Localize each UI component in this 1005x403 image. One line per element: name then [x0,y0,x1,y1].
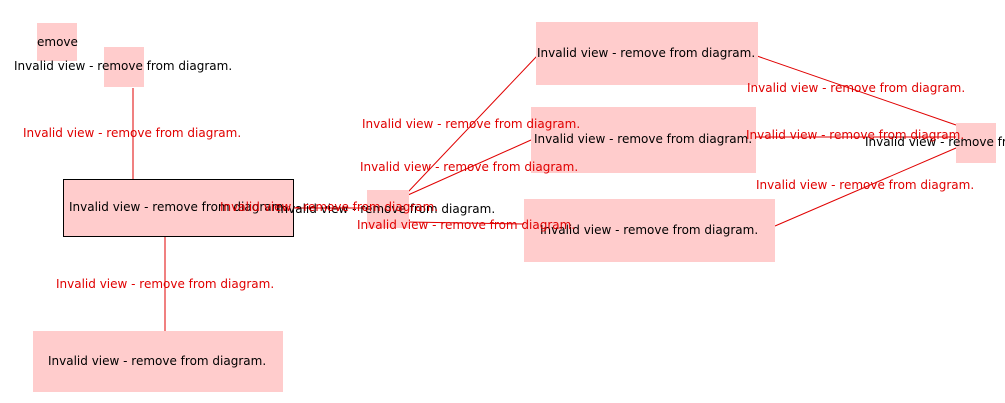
node-far-right[interactable] [956,123,996,163]
node-label-left-main: Invalid view - remove from diagram. [69,200,288,214]
edge-label-hub-to-top-right: Invalid view - remove from diagram. [362,117,581,131]
node-mid-right[interactable] [531,107,756,173]
edge-label-hub-to-mid-right: Invalid view - remove from diagram. [360,160,579,174]
node-label-low-right: Invalid view - remove from diagram. [540,223,759,237]
node-left-main[interactable] [63,179,294,237]
edge-hub-to-mid-right[interactable] [407,139,532,196]
edge-top-right-to-far-right[interactable] [756,55,957,126]
edge-label-hub-to-low-right: Invalid view - remove from diagram. [357,218,576,232]
edge-label-mid-right-to-far-right: Invalid view - remove from diagram. [746,128,965,142]
edge-hub-to-low-right[interactable] [407,221,525,225]
edge-label-left-main-to-hub: Invalid view - remove from diagram. [220,200,439,214]
node-label-upper-left: Invalid view - remove from diagram. [14,59,233,73]
node-label-hub: Invalid view - remove from diagram. [277,202,496,216]
node-small-top-left[interactable] [37,23,77,61]
node-label-top-right: Invalid view - remove from diagram. [537,46,756,60]
node-label-mid-right: Invalid view - remove from diagram. [534,132,753,146]
edge-label-left-main-to-bottom-left: Invalid view - remove from diagram. [56,277,275,291]
node-bottom-left[interactable] [33,331,283,392]
edge-low-right-to-far-right[interactable] [774,147,957,227]
node-low-right[interactable] [524,199,775,262]
edge-label-top-right-to-far-right: Invalid view - remove from diagram. [747,81,966,95]
node-hub[interactable] [367,190,409,228]
edge-label-low-right-to-far-right: Invalid view - remove from diagram. [756,178,975,192]
edge-label-upper-left-to-left-main: Invalid view - remove from diagram. [23,126,242,140]
edge-hub-to-top-right[interactable] [407,55,538,193]
node-label-bottom-left: Invalid view - remove from diagram. [48,354,267,368]
node-label-far-right: Invalid view - remove fr [865,135,1005,149]
node-top-right[interactable] [536,22,758,85]
node-label-small-top-left: emove [37,35,78,49]
node-upper-left[interactable] [104,47,144,87]
